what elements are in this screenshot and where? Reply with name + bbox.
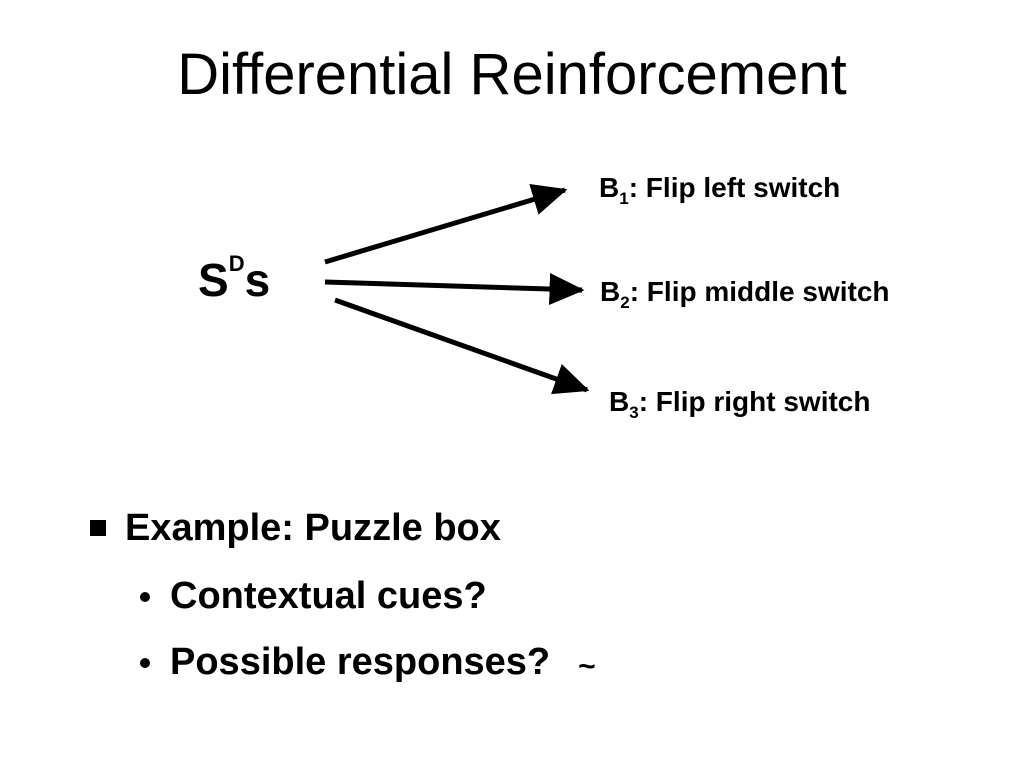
- stimulus-superscript: D: [228, 251, 245, 276]
- behavior-2-text: : Flip middle switch: [629, 276, 890, 307]
- sub-bullet-contextual-cues: Contextual cues?: [140, 574, 487, 618]
- behavior-1-label: B1: Flip left switch: [599, 172, 840, 208]
- round-bullet-icon: [140, 658, 150, 668]
- behavior-1-subscript: 1: [619, 189, 629, 208]
- sub-bullet-text: Contextual cues?: [170, 575, 487, 617]
- stimulus-suffix: s: [244, 254, 271, 306]
- bullet-example: Example: Puzzle box: [90, 506, 501, 550]
- behavior-3-text: : Flip right switch: [638, 386, 871, 417]
- sub-bullet-text: Possible responses?: [170, 641, 551, 683]
- bullet-example-text: Example: Puzzle box: [125, 507, 501, 549]
- behavior-2-letter: B: [600, 276, 621, 307]
- stimulus-base: S: [198, 254, 229, 306]
- behavior-1-text: : Flip left switch: [628, 172, 841, 203]
- behavior-2-subscript: 2: [620, 293, 630, 312]
- arrow-to-b3: [334, 297, 590, 395]
- discriminative-stimuli-label: SDs: [198, 253, 271, 306]
- arrow-to-b2: [324, 272, 585, 305]
- behavior-3-label: B3: Flip right switch: [609, 386, 870, 422]
- behavior-2-label: B2: Flip middle switch: [600, 276, 890, 312]
- square-bullet-icon: [90, 520, 106, 536]
- behavior-3-subscript: 3: [629, 403, 639, 422]
- tilde-mark: ~: [578, 650, 596, 683]
- slide-title: Differential Reinforcement: [177, 42, 847, 107]
- behavior-3-letter: B: [609, 386, 630, 417]
- sub-bullet-possible-responses: Possible responses? ~: [140, 640, 596, 687]
- behavior-1-letter: B: [599, 172, 620, 203]
- arrow-to-b1: [324, 184, 568, 265]
- round-bullet-icon: [140, 592, 150, 602]
